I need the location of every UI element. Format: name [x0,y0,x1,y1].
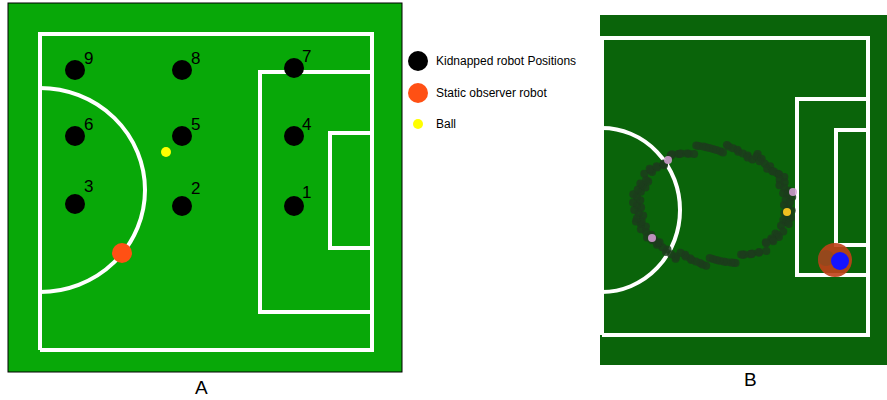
legend-text: Ball [436,117,456,131]
legend-text: Kidnapped robot Positions [436,54,576,68]
field-a-lines [40,34,372,350]
particle-cloud [629,141,797,270]
legend-text: Static observer robot [436,86,547,100]
callout-number: 5 [191,116,200,133]
particle [664,156,672,164]
panel-label: A [195,378,208,397]
legend-swatch [413,119,423,129]
callout-number: 9 [84,50,93,67]
panel-label: B [744,370,757,389]
callout-number: 8 [191,50,200,67]
particle [719,148,727,156]
particle [762,239,770,247]
particle [762,247,770,255]
particle [690,150,698,158]
observer-robot [112,243,132,263]
particle [755,248,763,256]
ball [783,208,791,216]
callout-number: 2 [191,180,200,197]
robot-pose [831,252,849,270]
field-a [8,3,402,372]
legend-entry: Static observer robot [408,83,547,103]
robot-estimate [818,243,852,277]
callout-number: 7 [302,48,311,65]
field-b [600,15,887,365]
particle [653,162,661,170]
particle [648,234,656,242]
callout-number: 6 [84,116,93,133]
particle [786,198,794,206]
particle [789,188,797,196]
ball [161,147,171,157]
particle [737,251,745,259]
field-b-lines [602,38,868,335]
robot-positions [65,58,304,216]
particle [646,165,654,173]
particle [762,238,770,246]
legend-swatch [408,51,428,71]
legend-swatch [408,83,428,103]
callout-number: 4 [302,116,311,133]
particle [785,220,793,228]
particle [769,237,777,245]
legend-entry: Kidnapped robot Positions [408,51,576,71]
callout-number: 3 [84,178,93,195]
particle [706,254,714,262]
callout-number: 1 [302,184,311,201]
legend-entry: Ball [413,117,456,131]
